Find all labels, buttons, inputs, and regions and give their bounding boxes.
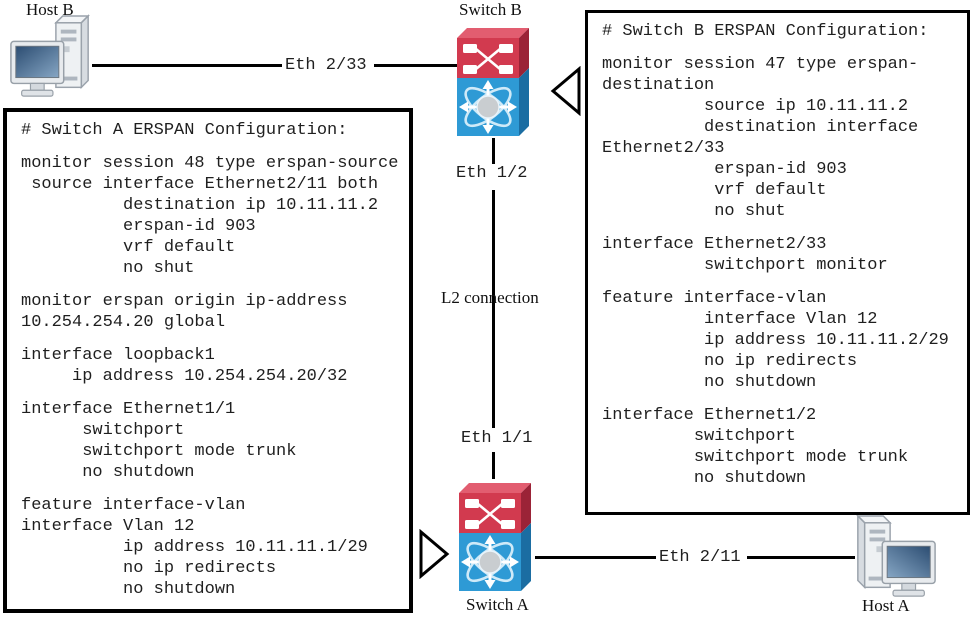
link-hostb-switchb-segment: [92, 64, 282, 67]
config-block: feature interface-vlan interface Vlan 12…: [602, 289, 949, 392]
config-block: feature interface-vlan interface Vlan 12…: [21, 496, 368, 599]
link-label-eth-1-1: Eth 1/1: [461, 429, 533, 448]
switch-b-config-box: # Switch B ERSPAN Configuration: monitor…: [585, 10, 970, 515]
config-block: monitor session 47 type erspan- destinat…: [602, 55, 919, 221]
switch-b-label: Switch B: [459, 0, 522, 19]
link-switchb-switcha-segment: [492, 452, 495, 479]
link-switcha-hosta-segment: [535, 556, 656, 559]
link-switcha-hosta-segment: [747, 556, 855, 559]
switch-a-icon: [457, 477, 535, 593]
link-label-l2-connection: L2 connection: [441, 288, 539, 307]
switch-a-config-title: # Switch A ERSPAN Configuration:: [21, 121, 348, 140]
config-block: interface loopback1 ip address 10.254.25…: [21, 346, 348, 386]
switch-b-icon: [455, 22, 533, 138]
link-label-eth-1-2: Eth 1/2: [456, 164, 528, 183]
pointer-right-icon: [419, 529, 450, 579]
host-b-icon: [6, 14, 96, 102]
link-switchb-switcha-segment: [492, 138, 495, 164]
link-label-eth-2-11: Eth 2/11: [659, 548, 741, 567]
host-a-icon: [850, 514, 940, 602]
config-block: interface Ethernet1/2 switchport switchp…: [602, 406, 909, 488]
link-label-eth-2-33: Eth 2/33: [285, 56, 367, 75]
switch-a-label: Switch A: [466, 595, 529, 614]
host-a-label: Host A: [862, 596, 910, 615]
switch-b-config-title: # Switch B ERSPAN Configuration:: [602, 22, 929, 41]
pointer-left-icon: [550, 66, 581, 116]
config-block: interface Ethernet2/33 switchport monito…: [602, 235, 888, 275]
config-block: monitor session 48 type erspan-source so…: [21, 154, 399, 278]
config-block: interface Ethernet1/1 switchport switchp…: [21, 400, 297, 482]
host-b-label: Host B: [26, 0, 74, 19]
link-switchb-switcha-segment: [492, 190, 495, 428]
config-block: monitor erspan origin ip-address 10.254.…: [21, 292, 348, 332]
switch-a-config-box: # Switch A ERSPAN Configuration: monitor…: [3, 108, 413, 613]
link-hostb-switchb-segment: [374, 64, 458, 67]
